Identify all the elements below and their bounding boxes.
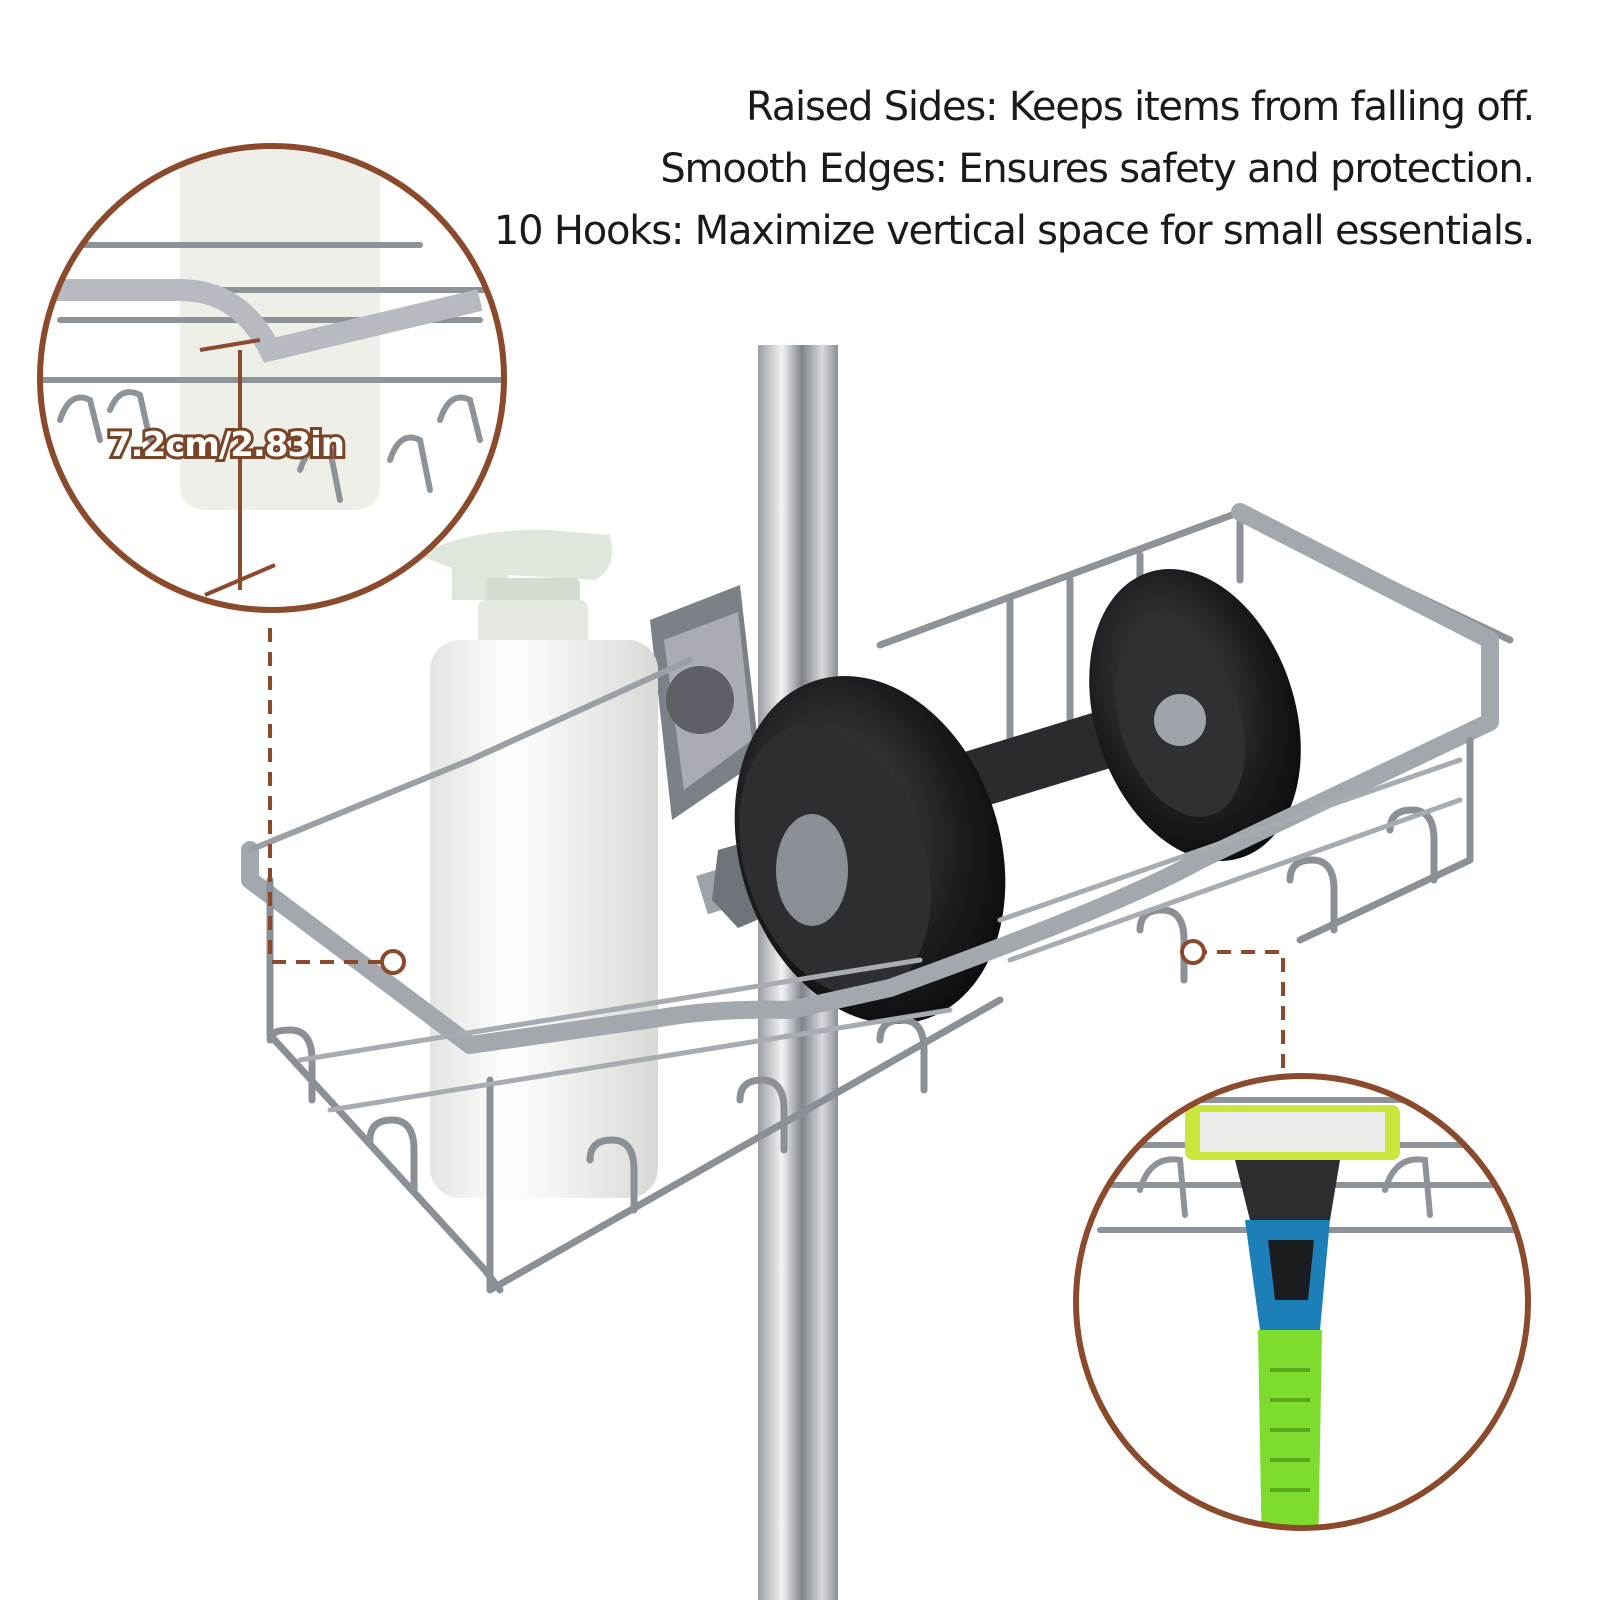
callout-dot <box>380 949 406 975</box>
pole-clamp <box>650 585 760 820</box>
feature-list: Raised Sides: Keeps items from falling o… <box>493 76 1535 262</box>
magnifier-circle-left: 7.2cm/2.83in <box>37 143 507 613</box>
dashed-leader-line <box>268 628 1285 1078</box>
magnifier-circle-right <box>1073 1073 1531 1531</box>
feature-smooth-edges: Smooth Edges: Ensures safety and protect… <box>660 146 1535 192</box>
soap-bottle <box>418 529 658 1198</box>
callout-dot <box>1180 939 1206 965</box>
feature-hooks: 10 Hooks: Maximize vertical space for sm… <box>493 208 1535 254</box>
feature-raised-sides: Raised Sides: Keeps items from falling o… <box>746 84 1535 130</box>
dumbbell <box>696 569 1301 1024</box>
basket-front <box>241 503 1499 1294</box>
dimension-label: 7.2cm/2.83in <box>108 425 344 465</box>
